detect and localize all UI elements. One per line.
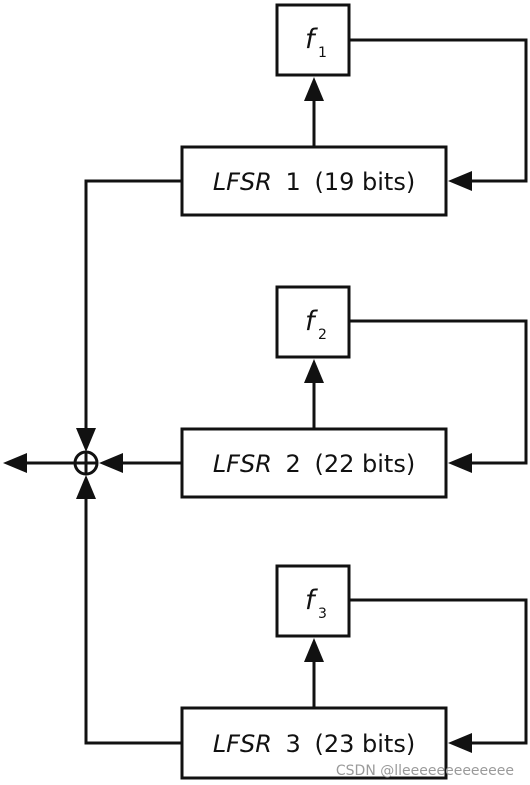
lfsr-3-size: (23 bits)	[314, 730, 415, 758]
f2-subscript: 2	[318, 327, 327, 343]
lfsr-2-name: LFSR	[213, 450, 272, 478]
lfsr-1-output-arrowhead	[76, 428, 96, 452]
lfsr-1-to-f1-arrowhead	[304, 77, 324, 101]
output-arrowhead	[3, 453, 27, 473]
lfsr-3-output-line	[84, 498, 182, 745]
lfsr-3-number: 3	[286, 730, 301, 758]
f1-box	[275, 3, 351, 77]
lfsr-2-to-f2-arrowhead	[304, 359, 324, 383]
lfsr-2-label: LFSR 2 (22 bits)	[213, 450, 415, 478]
lfsr-1-name: LFSR	[213, 168, 272, 196]
keystream-output	[3, 453, 75, 473]
lfsr-1-group: f 1 LFSR 1 (19 bits)	[76, 3, 528, 452]
lfsr-1-number: 1	[286, 168, 301, 196]
f3-feedback-arrowhead	[448, 733, 472, 753]
f1-feedback-arrowhead	[448, 171, 472, 191]
lfsr-3-group: f 3 LFSR 3 (23 bits)	[76, 475, 528, 780]
lfsr-1-output-line	[84, 179, 182, 430]
lfsr-3-output-arrowhead	[76, 475, 96, 499]
f1-feedback-line	[349, 38, 528, 183]
lfsr-1-size: (19 bits)	[314, 168, 415, 196]
xor-combiner	[73, 450, 99, 476]
f2-feedback-line	[349, 319, 528, 465]
f3-box	[275, 564, 351, 638]
lfsr-2-number: 2	[286, 450, 301, 478]
lfsr-2-output-arrowhead	[99, 453, 123, 473]
f3-subscript: 3	[318, 606, 327, 622]
f3-feedback-line	[349, 598, 528, 745]
lfsr-3-to-f3-arrowhead	[304, 638, 324, 662]
lfsr-2-group: f 2 LFSR 2 (22 bits)	[99, 285, 528, 499]
lfsr-2-size: (22 bits)	[314, 450, 415, 478]
lfsr-3-name: LFSR	[213, 730, 272, 758]
f1-subscript: 1	[318, 45, 327, 61]
f2-box	[275, 285, 351, 359]
lfsr-3-label: LFSR 3 (23 bits)	[213, 730, 415, 758]
watermark: CSDN @lleeeeeeeeeeeee	[336, 763, 514, 779]
f2-feedback-arrowhead	[448, 453, 472, 473]
lfsr-1-label: LFSR 1 (19 bits)	[213, 168, 415, 196]
